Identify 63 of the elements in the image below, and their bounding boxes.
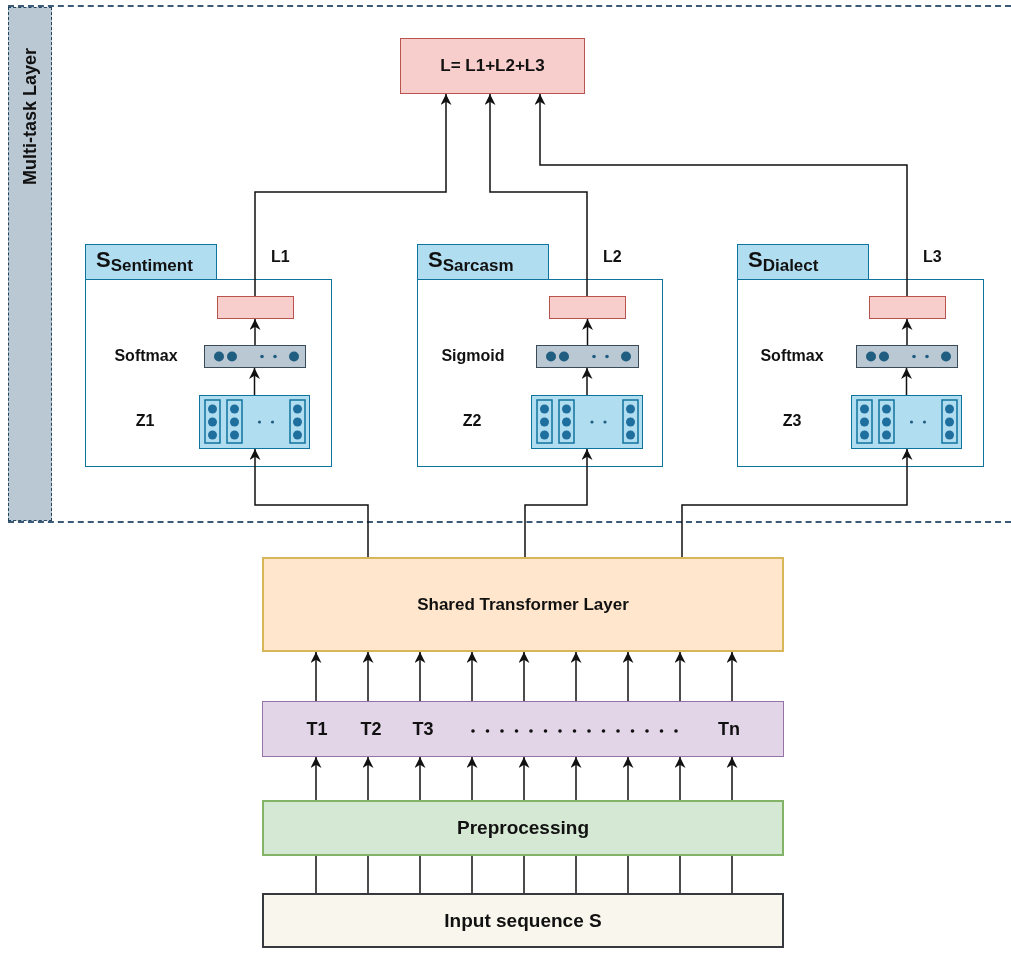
token-box xyxy=(262,701,784,757)
arrow xyxy=(622,651,634,702)
token-label: T3 xyxy=(412,718,434,740)
arrow xyxy=(674,651,686,702)
arrow xyxy=(310,651,322,702)
arrow xyxy=(570,651,582,702)
matrix-block xyxy=(531,395,643,449)
box-label: L= L1+L2+L3 xyxy=(440,56,545,76)
panel-tab: S$_{Dialect}$ xyxy=(737,244,869,280)
arrow xyxy=(622,756,634,801)
token-label: T1 xyxy=(306,718,328,740)
vector-bar xyxy=(536,345,639,368)
arrow xyxy=(362,756,374,801)
arrow xyxy=(484,93,588,297)
layer-label: Z2 xyxy=(461,412,483,430)
transformer-box xyxy=(262,557,784,652)
arrow xyxy=(570,756,582,801)
input-box xyxy=(262,893,784,948)
arrow xyxy=(249,318,261,346)
layer-label: Sigmoid xyxy=(440,347,506,365)
arrow xyxy=(518,756,530,801)
token-label: Tn xyxy=(718,718,740,740)
arrow xyxy=(534,93,908,297)
arrow xyxy=(674,756,686,801)
token-label: T2 xyxy=(360,718,382,740)
vector-bar xyxy=(204,345,306,368)
arrow xyxy=(726,651,738,702)
box-label: Input sequence S xyxy=(444,909,602,932)
arrow xyxy=(582,318,593,346)
box-label: Shared Transformer Layer xyxy=(417,594,629,615)
output-box xyxy=(869,296,946,319)
arrow xyxy=(362,651,374,702)
arrow xyxy=(466,651,478,702)
arrow xyxy=(249,448,369,558)
matrix-block xyxy=(851,395,962,449)
output-box xyxy=(549,296,626,319)
dashed-region xyxy=(8,5,1011,523)
panel-tab: S$_{Sarcasm}$ xyxy=(417,244,549,280)
process-box xyxy=(262,800,784,856)
arrow xyxy=(466,756,478,801)
matrix-block xyxy=(199,395,310,449)
arrow xyxy=(249,367,260,396)
layer-label: Softmax xyxy=(759,347,825,365)
arrow xyxy=(726,756,738,801)
arrow xyxy=(681,448,913,558)
layer-label: Softmax xyxy=(113,347,179,365)
arrow xyxy=(414,651,426,702)
arrow xyxy=(524,448,593,558)
arrow xyxy=(581,367,593,396)
arrow xyxy=(254,93,452,297)
arrow xyxy=(901,318,913,346)
layer-label: Z3 xyxy=(781,412,803,430)
arrow xyxy=(310,756,322,801)
arrow xyxy=(901,367,912,396)
arrow xyxy=(518,651,530,702)
arrow xyxy=(414,756,426,801)
output-box xyxy=(217,296,294,319)
layer-title: Multi-task Layer xyxy=(19,48,41,186)
box-label: Preprocessing xyxy=(457,817,589,839)
panel-tab: S$_{Sentiment}$ xyxy=(85,244,217,280)
layer-label: Z1 xyxy=(134,412,156,430)
loss-box xyxy=(400,38,585,94)
vector-bar xyxy=(856,345,958,368)
